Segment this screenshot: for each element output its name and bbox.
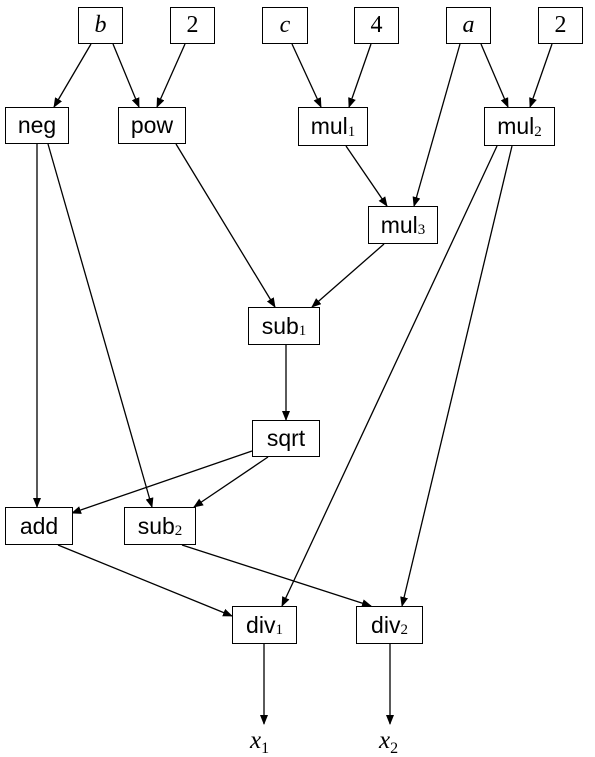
- edge-a-to-mul2: [480, 43, 509, 108]
- input-node-2-left: 2: [170, 7, 215, 44]
- input-node-c: c: [262, 7, 308, 44]
- edge-sub2-to-div2: [181, 544, 372, 608]
- edge-mul2-to-div2: [400, 145, 513, 607]
- output-x2: x2: [379, 727, 399, 757]
- node-label: mul: [497, 113, 535, 139]
- node-label: 2: [554, 12, 567, 38]
- node-label: pow: [130, 112, 174, 138]
- input-node-b: b: [78, 7, 123, 44]
- edge-two_b-to-mul2: [529, 43, 553, 108]
- output-label: x: [250, 727, 262, 754]
- edge-pow-to-sub1: [175, 143, 276, 308]
- edge-b-to-pow: [112, 43, 140, 108]
- node-label: mul: [380, 211, 418, 238]
- node-label: a: [462, 12, 475, 38]
- input-node-a: a: [446, 7, 491, 44]
- node-label: add: [19, 512, 59, 539]
- op-node-neg: neg: [5, 107, 69, 144]
- node-label: 2: [186, 12, 199, 38]
- edge-mul1-to-mul3: [345, 145, 388, 207]
- node-label: sub: [137, 512, 175, 539]
- edge-mul3-to-sub1: [311, 243, 385, 308]
- node-label: c: [279, 12, 291, 38]
- node-label: b: [94, 12, 107, 38]
- node-label: div: [246, 611, 276, 638]
- input-node-2-right: 2: [538, 7, 583, 44]
- op-node-pow: pow: [118, 107, 186, 144]
- edge-a-to-mul3: [412, 43, 461, 207]
- edge-two_a-to-pow: [156, 43, 186, 108]
- node-label: mul: [310, 113, 348, 139]
- edge-b-to-neg: [53, 43, 92, 108]
- node-label: 4: [370, 12, 383, 38]
- input-node-4: 4: [354, 7, 399, 44]
- node-label: neg: [17, 112, 57, 138]
- output-x1: x1: [250, 727, 270, 757]
- edge-sqrt-to-sub2: [193, 456, 269, 508]
- edge-mul2-to-div1: [281, 145, 498, 607]
- node-label: sub: [261, 312, 299, 339]
- edge-c-to-mul1: [291, 43, 322, 108]
- edge-four-to-mul1: [348, 43, 372, 108]
- output-index: 2: [390, 740, 399, 757]
- op-node-add: add: [5, 507, 73, 545]
- edge-add-to-div1: [57, 544, 233, 617]
- node-label: div: [371, 611, 401, 638]
- output-index: 1: [261, 740, 270, 757]
- op-node-sqrt: sqrt: [252, 420, 320, 457]
- edge-neg-to-sub2: [47, 143, 154, 508]
- output-label: x: [379, 727, 391, 754]
- edge-sqrt-to-add: [71, 450, 253, 514]
- node-label: sqrt: [266, 425, 306, 451]
